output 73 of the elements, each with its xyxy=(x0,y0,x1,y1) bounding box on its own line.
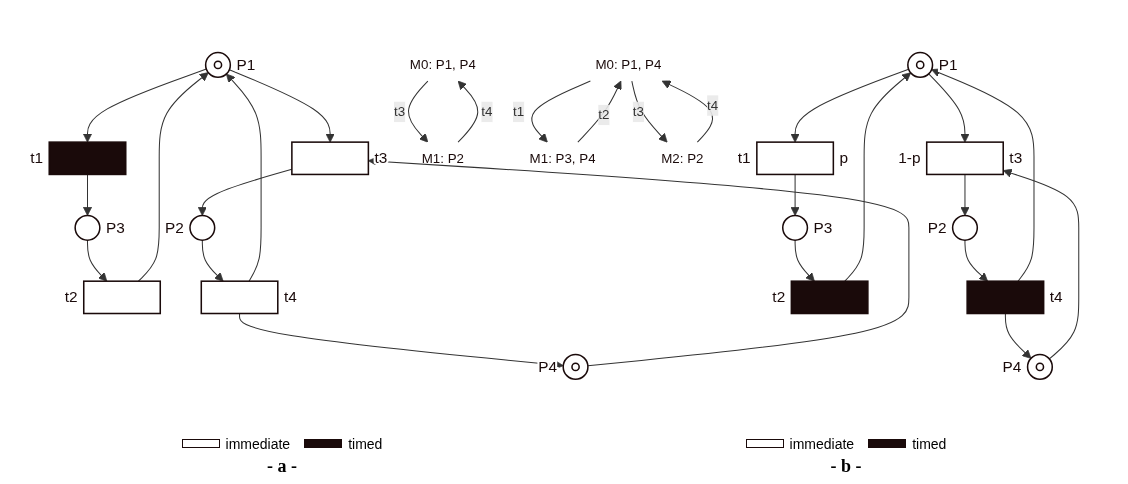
arrow xyxy=(794,239,815,282)
node-circle xyxy=(204,51,232,79)
node-text: M1: P2 xyxy=(421,150,464,166)
node-bar xyxy=(83,280,162,315)
node-circle xyxy=(74,214,101,241)
node-circle xyxy=(951,214,979,241)
arrow xyxy=(960,173,970,216)
arrow xyxy=(931,68,1035,282)
node-circle xyxy=(907,51,934,79)
arrow xyxy=(83,68,207,143)
legend-label: immediate xyxy=(789,435,855,452)
node-bar xyxy=(966,280,1045,315)
arrow xyxy=(1004,313,1032,359)
arrow xyxy=(225,73,262,282)
node-label: P3 xyxy=(813,218,833,236)
arrow xyxy=(239,313,564,370)
arrow xyxy=(457,80,479,143)
edge-label: t4 xyxy=(707,97,719,113)
arrow xyxy=(577,80,622,143)
edge-label: t3 xyxy=(393,103,406,120)
arrow xyxy=(661,80,713,143)
arrow xyxy=(790,68,910,143)
node-bar xyxy=(48,141,127,176)
node-label: t4 xyxy=(1049,288,1063,306)
node-text: M0: P1, P4 xyxy=(595,56,662,73)
arrow xyxy=(928,73,970,143)
panel-caption: - a - xyxy=(267,455,297,477)
node-text: M2: P2 xyxy=(661,150,704,166)
arrow xyxy=(83,173,92,216)
legend-label: timed xyxy=(912,435,947,452)
node-label: P1 xyxy=(236,56,256,74)
node-bar xyxy=(200,280,279,315)
arrow xyxy=(408,80,429,143)
node-bar xyxy=(790,280,869,315)
node-label: P2 xyxy=(165,218,184,236)
node-bar xyxy=(925,141,1004,176)
node-label: t2 xyxy=(64,288,78,306)
node-label: t2 xyxy=(772,288,786,306)
node-label: t1 xyxy=(737,149,751,167)
arrow xyxy=(531,80,591,143)
node-label: p xyxy=(839,149,849,167)
arrow xyxy=(964,239,988,282)
node-bar xyxy=(291,141,370,176)
arrow xyxy=(137,72,209,282)
arrow xyxy=(790,173,800,216)
node-label: t4 xyxy=(283,288,297,306)
node-text: M1: P3, P4 xyxy=(529,150,596,166)
edge-label: t1 xyxy=(512,103,525,120)
node-circle xyxy=(1026,353,1054,380)
node-label: t1 xyxy=(30,149,44,167)
panel-caption: - b - xyxy=(830,455,862,477)
edge-label: t4 xyxy=(481,103,493,120)
node-circle xyxy=(782,214,809,241)
node-text: M0: P1, P4 xyxy=(409,56,476,73)
arrow xyxy=(201,239,224,282)
node-label: P1 xyxy=(938,56,958,74)
arrow xyxy=(86,239,108,282)
legend-label: timed xyxy=(348,435,383,452)
arrow xyxy=(228,69,335,143)
node-label: 1-p xyxy=(898,149,921,167)
edge-label: t2 xyxy=(598,106,610,123)
node-circle xyxy=(562,353,589,380)
arrow xyxy=(631,80,668,143)
arrow xyxy=(844,72,912,282)
node-label: P4 xyxy=(1002,358,1022,375)
node-label: P3 xyxy=(106,218,125,236)
arrow xyxy=(1002,168,1080,360)
node-circle xyxy=(189,214,216,241)
legend-label: immediate xyxy=(225,435,291,452)
edge-label: t3 xyxy=(632,103,644,120)
node-bar xyxy=(756,141,835,176)
node-label: P2 xyxy=(927,218,947,236)
node-label: t3 xyxy=(1009,149,1023,167)
